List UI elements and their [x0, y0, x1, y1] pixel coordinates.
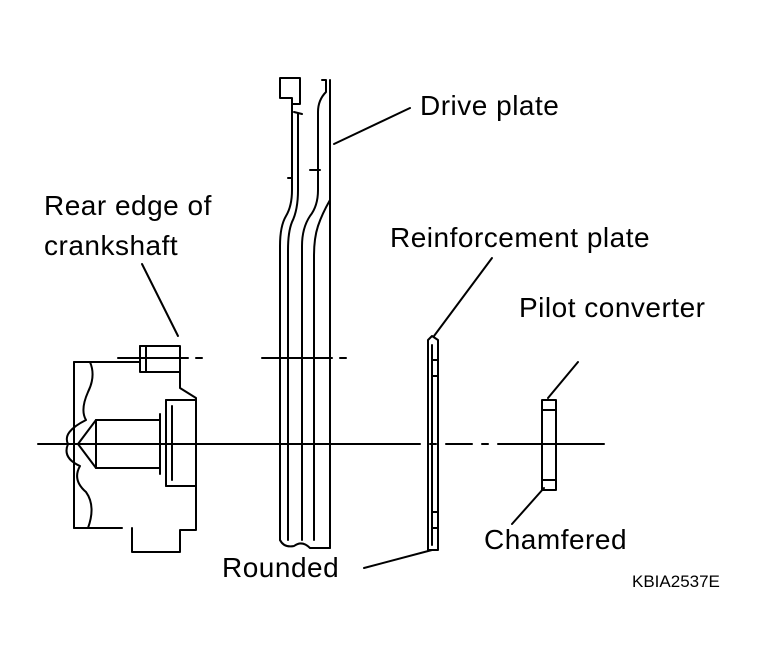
rear-edge-label-line2: crankshaft [44, 230, 179, 261]
pilot-converter [541, 399, 557, 491]
leader-lines [141, 107, 579, 569]
leader-rear-edge [141, 263, 179, 337]
figure-code: KBIA2537E [632, 572, 720, 591]
reinforcement-plate [427, 335, 439, 551]
leader-reinforcement-plate [433, 257, 493, 337]
leader-pilot-converter [547, 361, 579, 399]
leader-rounded [363, 549, 433, 569]
rear-edge-label-line1: Rear edge of [44, 190, 212, 221]
rounded-label: Rounded [222, 552, 340, 583]
leader-chamfered [511, 487, 545, 525]
drive-plate [279, 77, 331, 550]
drive-plate-label: Drive plate [420, 90, 560, 121]
chamfered-label: Chamfered [484, 524, 628, 555]
pilot-converter-label: Pilot converter [519, 292, 706, 323]
reinforcement-plate-label: Reinforcement plate [390, 222, 651, 253]
crankshaft [65, 345, 197, 553]
leader-drive-plate [333, 107, 411, 145]
